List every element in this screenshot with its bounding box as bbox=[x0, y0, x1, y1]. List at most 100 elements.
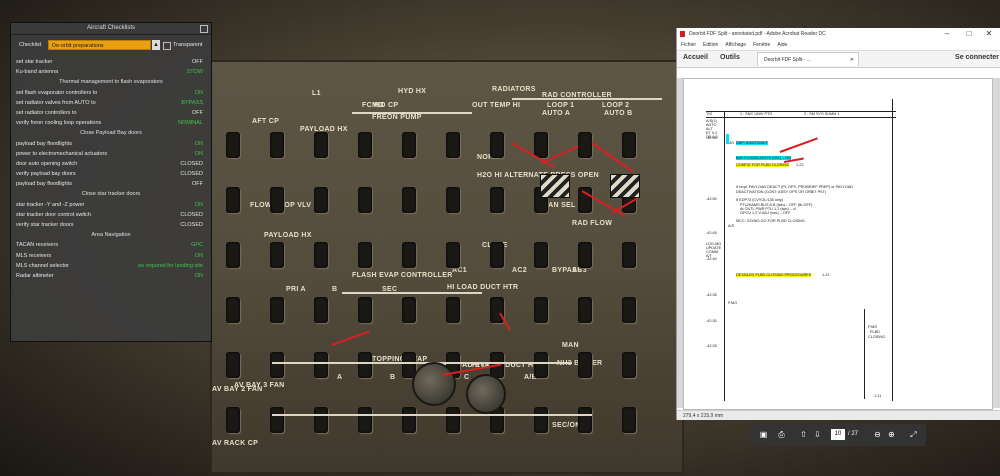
tab-tools[interactable]: Outils bbox=[720, 54, 740, 61]
toggle-switch[interactable] bbox=[226, 352, 240, 378]
page-down-icon[interactable]: ⇩ bbox=[814, 430, 821, 439]
toggle-switch[interactable] bbox=[314, 407, 328, 433]
toggle-switch[interactable] bbox=[270, 132, 284, 158]
menu-item[interactable]: Affichage bbox=[725, 42, 747, 48]
close-icon[interactable] bbox=[200, 25, 208, 33]
page-up-icon[interactable]: ⇧ bbox=[800, 430, 807, 439]
zoom-out-icon[interactable]: ⊖ bbox=[874, 430, 881, 439]
toggle-switch[interactable] bbox=[402, 407, 416, 433]
toggle-switch[interactable] bbox=[578, 352, 592, 378]
toggle-switch[interactable] bbox=[226, 242, 240, 268]
toggle-switch[interactable] bbox=[314, 352, 328, 378]
toggle-switch[interactable] bbox=[270, 187, 284, 213]
tab-home[interactable]: Accueil bbox=[683, 54, 708, 61]
toggle-switch[interactable] bbox=[358, 132, 372, 158]
toggle-switch[interactable] bbox=[446, 132, 460, 158]
toggle-switch[interactable] bbox=[358, 242, 372, 268]
toggle-switch[interactable] bbox=[270, 242, 284, 268]
toggle-switch[interactable] bbox=[622, 242, 636, 268]
toggle-switch[interactable] bbox=[534, 297, 548, 323]
toggle-switch[interactable] bbox=[226, 132, 240, 158]
toggle-switch[interactable] bbox=[270, 297, 284, 323]
zoom-in-icon[interactable]: ⊕ bbox=[888, 430, 895, 439]
menu-item[interactable]: Aide bbox=[777, 42, 788, 48]
toggle-switch[interactable] bbox=[578, 407, 592, 433]
menu-item[interactable]: Fichier bbox=[681, 42, 697, 48]
menu-item[interactable]: Fenêtre bbox=[753, 42, 771, 48]
toggle-switch[interactable] bbox=[490, 132, 504, 158]
toggle-switch[interactable] bbox=[490, 187, 504, 213]
page-number-input[interactable]: 10 bbox=[831, 429, 845, 440]
toggle-switch[interactable] bbox=[622, 297, 636, 323]
toggle-switch[interactable] bbox=[270, 352, 284, 378]
checkbox-icon[interactable] bbox=[163, 42, 171, 50]
close-window-icon[interactable]: ✕ bbox=[985, 29, 993, 38]
toggle-switch[interactable] bbox=[446, 187, 460, 213]
toggle-switch[interactable] bbox=[446, 407, 460, 433]
toggle-switch[interactable] bbox=[446, 297, 460, 323]
menu-item[interactable]: Edition bbox=[703, 42, 719, 48]
toggle-switch[interactable] bbox=[402, 297, 416, 323]
fit-page-icon[interactable]: ⤢ bbox=[910, 430, 917, 439]
rotary-knob[interactable] bbox=[466, 374, 506, 414]
toggle-switch[interactable] bbox=[490, 407, 504, 433]
document-area[interactable]: TIG 1 : SNC UNIV PTG 2 : SM SYS SUMM 1 -… bbox=[677, 78, 1000, 446]
toggle-switch[interactable] bbox=[534, 352, 548, 378]
toggle-switch[interactable] bbox=[358, 407, 372, 433]
toggle-switch[interactable] bbox=[402, 352, 416, 378]
toggle-switch[interactable] bbox=[534, 242, 548, 268]
toggle-switch[interactable] bbox=[622, 407, 636, 433]
toggle-switch[interactable] bbox=[402, 187, 416, 213]
toggle-switch[interactable] bbox=[402, 242, 416, 268]
toggle-switch[interactable] bbox=[314, 187, 328, 213]
toggle-switch[interactable] bbox=[578, 297, 592, 323]
save-icon[interactable]: ▣ bbox=[759, 430, 768, 439]
toggle-switch[interactable] bbox=[490, 242, 504, 268]
toggle-switch[interactable] bbox=[622, 132, 636, 158]
close-icon[interactable]: ✕ bbox=[849, 57, 854, 63]
maximize-icon[interactable]: □ bbox=[966, 29, 972, 38]
minimize-icon[interactable]: – bbox=[944, 29, 950, 38]
toggle-switch[interactable] bbox=[446, 242, 460, 268]
toggle-switch[interactable] bbox=[226, 297, 240, 323]
toggle-switch[interactable] bbox=[358, 297, 372, 323]
toggle-switch[interactable] bbox=[402, 132, 416, 158]
toggle-switch[interactable] bbox=[226, 407, 240, 433]
dropdown-arrow-icon[interactable]: ▲ bbox=[152, 40, 160, 50]
toggle-switch[interactable] bbox=[314, 297, 328, 323]
checklist-select[interactable]: De-orbit preparations bbox=[48, 40, 151, 50]
toggle-switch[interactable] bbox=[578, 132, 592, 158]
print-icon[interactable]: ⎙ bbox=[778, 430, 785, 439]
toggle-switch[interactable] bbox=[226, 187, 240, 213]
toggle-switch[interactable] bbox=[534, 132, 548, 158]
toggle-switch[interactable] bbox=[358, 352, 372, 378]
toggle-switch[interactable] bbox=[358, 187, 372, 213]
toggle-switch[interactable] bbox=[534, 407, 548, 433]
toggle-switch[interactable] bbox=[270, 407, 284, 433]
connect-link[interactable]: Se connecter bbox=[955, 54, 999, 61]
toggle-switch[interactable] bbox=[314, 242, 328, 268]
toggle-switch[interactable] bbox=[578, 242, 592, 268]
toggle-switch[interactable] bbox=[622, 352, 636, 378]
tab-document[interactable]: Deorbit FDF Split - ... ✕ bbox=[757, 52, 859, 66]
rotary-knob[interactable] bbox=[412, 362, 456, 406]
toggle-switch[interactable] bbox=[314, 132, 328, 158]
